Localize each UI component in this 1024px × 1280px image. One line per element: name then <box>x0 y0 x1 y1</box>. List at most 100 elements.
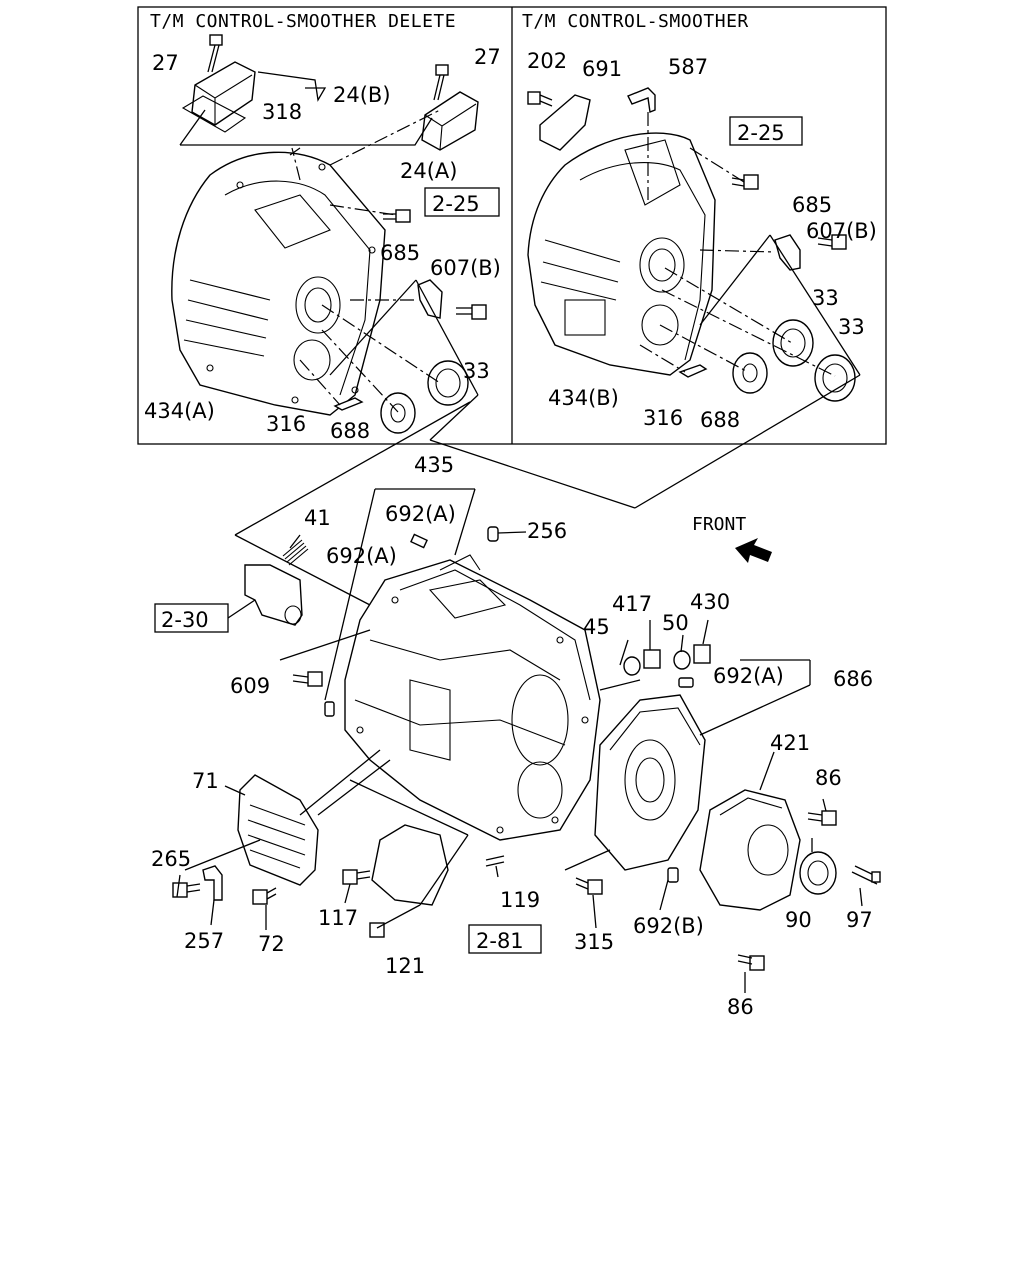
callout-label: 33 <box>812 286 839 310</box>
plate-316-left <box>333 397 364 411</box>
svg-text:2-30: 2-30 <box>161 608 209 632</box>
clutch-housing-434a <box>171 151 386 416</box>
callout-label: 72 <box>258 932 285 956</box>
main-leader-lines <box>176 488 863 993</box>
left-inset-leader-lines <box>179 71 479 441</box>
bearing-688-right <box>732 352 768 394</box>
callout-label: 27 <box>152 51 179 75</box>
callout-label: 434(A) <box>144 399 215 423</box>
seal-33-left <box>427 360 469 406</box>
ref-box-2-25-right: 2-25 <box>729 116 803 146</box>
ref-box-2-81: 2-81 <box>468 924 542 954</box>
callout-label: 609 <box>230 674 270 698</box>
callout-label: 117 <box>318 906 358 930</box>
callout-label: 24(B) <box>333 83 391 107</box>
svg-text:2-25: 2-25 <box>737 121 785 145</box>
callout-label: 71 <box>192 769 219 793</box>
smoother-bracket-24b <box>191 61 256 126</box>
bolt-265 <box>172 882 201 898</box>
callout-label: 688 <box>700 408 740 432</box>
front-arrow-icon <box>735 538 772 563</box>
callout-label: 434(B) <box>548 386 619 410</box>
o-ring-50 <box>673 650 691 670</box>
cover-691 <box>539 94 591 151</box>
callout-label: 256 <box>527 519 567 543</box>
callout-label: 417 <box>612 592 652 616</box>
ref-box-2-25-left: 2-25 <box>424 187 500 217</box>
pin-692a-right <box>678 677 694 688</box>
callout-label: 692(A) <box>713 664 784 688</box>
callout-label: 421 <box>770 731 810 755</box>
inset-to-main-connectors <box>234 374 861 536</box>
bolt-2-25-left <box>383 209 411 223</box>
callout-label: 27 <box>474 45 501 69</box>
callout-label: 90 <box>785 908 812 932</box>
ref-box-2-30: 2-30 <box>154 603 229 633</box>
bolt-27-left <box>207 34 223 73</box>
spring-41 <box>282 539 309 566</box>
pin-692b <box>667 867 679 883</box>
pin-692a-top <box>410 533 428 549</box>
seal-33-right-a <box>772 319 814 367</box>
cover-2-81 <box>371 824 449 906</box>
callout-label: 50 <box>662 611 689 635</box>
callout-label: 685 <box>792 193 832 217</box>
callout-label: 430 <box>690 590 730 614</box>
plug-430 <box>693 644 711 664</box>
bolt-315 <box>575 877 603 895</box>
callout-label: 691 <box>582 57 622 81</box>
transmission-case-435 <box>344 554 601 841</box>
seal-33-right-b <box>814 354 856 402</box>
side-cover-71 <box>237 774 319 886</box>
callout-label: 316 <box>643 406 683 430</box>
seal-90 <box>799 851 837 895</box>
right-inset-leader-lines <box>639 112 861 377</box>
bearing-688-left <box>380 392 416 434</box>
stud-119 <box>485 855 505 867</box>
callout-label: 24(A) <box>400 159 457 183</box>
gasket-318 <box>181 95 247 133</box>
callout-label: 86 <box>727 995 754 1019</box>
callout-label: 257 <box>184 929 224 953</box>
callout-label: 97 <box>846 908 873 932</box>
bolt-607b-right <box>817 234 847 250</box>
bolt-117 <box>342 869 371 885</box>
svg-text:2-81: 2-81 <box>476 929 524 953</box>
control-unit-2-30 <box>244 564 303 626</box>
plate-316-right <box>678 364 708 378</box>
callout-label: 435 <box>414 453 454 477</box>
right-inset-title: T/M CONTROL-SMOOTHER <box>522 11 749 32</box>
callout-label: 33 <box>838 315 865 339</box>
stud-97 <box>851 865 881 885</box>
callout-label: 265 <box>151 847 191 871</box>
pin-692a-left <box>324 701 335 717</box>
bolt-27-right <box>433 64 449 101</box>
bolt-609 <box>292 671 323 687</box>
pipe-587 <box>627 87 656 113</box>
callout-label: 587 <box>668 55 708 79</box>
bolt-72 <box>252 887 277 905</box>
callout-label: 119 <box>500 888 540 912</box>
bracket-685-right <box>774 234 801 271</box>
callout-label: 45 <box>583 615 610 639</box>
front-label: FRONT <box>692 514 746 535</box>
bolt-202 <box>527 91 553 107</box>
rear-cover-421 <box>699 789 801 911</box>
svg-text:2-25: 2-25 <box>432 192 480 216</box>
callout-label: 202 <box>527 49 567 73</box>
smoother-bracket-24a <box>421 91 479 151</box>
bolt-86-top <box>807 810 837 826</box>
callout-label: 121 <box>385 954 425 978</box>
callout-label: 607(B) <box>430 256 501 280</box>
bracket-257 <box>202 865 223 901</box>
o-ring-45 <box>623 656 641 676</box>
pin-256 <box>487 526 499 542</box>
left-inset-title: T/M CONTROL-SMOOTHER DELETE <box>150 11 456 32</box>
callout-label: 688 <box>330 419 370 443</box>
plug-417 <box>643 649 661 669</box>
callout-label: 607(B) <box>806 219 877 243</box>
callout-labels: 27 27 24(B) 318 24(A) 685 607(B) 33 434(… <box>144 45 877 1019</box>
bolt-86-bottom <box>737 954 765 971</box>
callout-label: 692(A) <box>326 544 397 568</box>
inset-frame <box>137 6 887 445</box>
